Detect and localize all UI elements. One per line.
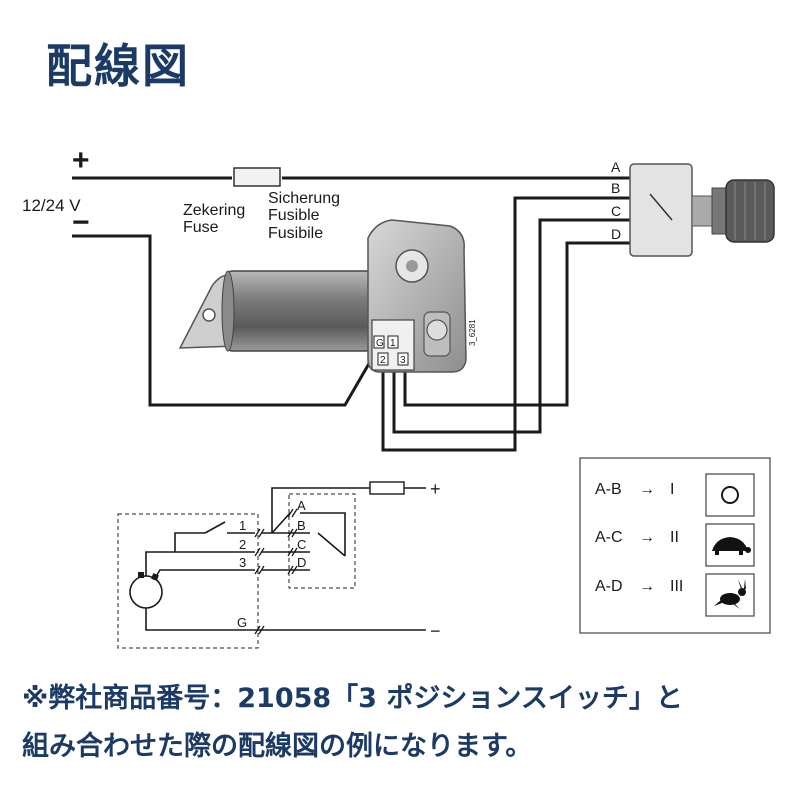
schematic-switch-d: D	[297, 555, 306, 570]
schematic-switch-b: B	[297, 518, 306, 533]
schematic-switch-a: A	[297, 498, 306, 513]
fuse-symbol	[233, 167, 281, 187]
legend-row-3-position: III	[670, 578, 683, 595]
schematic-fuse	[369, 481, 405, 495]
legend-row-3-combo: A-D	[595, 578, 623, 595]
page-title: 配線図	[46, 39, 190, 93]
motor-terminal-2-box	[377, 352, 389, 366]
rabbit-fast-icon	[714, 579, 746, 609]
motor-terminal-label-g: G	[376, 338, 384, 349]
switch-terminal-a: A	[611, 159, 621, 175]
supply-voltage-label: 12/24 V	[22, 196, 81, 215]
motor-terminal-label-2: 2	[380, 355, 386, 366]
schematic-terminal-2: 2	[239, 537, 246, 552]
supply-plus-label: +	[72, 144, 90, 177]
schematic-minus: −	[430, 621, 441, 641]
fuse-label-de: Sicherung	[268, 190, 340, 207]
legend-row-1-combo: A-B	[595, 481, 622, 498]
schematic-switch-boundary	[288, 493, 356, 589]
wire-d	[403, 241, 640, 407]
note-line-2: 組み合わせた際の配線図の例になります。	[22, 731, 533, 762]
legend-row-2-combo: A-C	[595, 529, 623, 546]
motor-terminal-g-box	[373, 335, 385, 349]
legend-row-2-arrow: →	[639, 529, 655, 546]
schematic-motor-boundary	[117, 513, 259, 649]
fuse-label-fr: Fusible	[268, 207, 320, 224]
legend-row-1-position: I	[670, 481, 674, 498]
switch-terminal-c: C	[611, 203, 621, 219]
legend-row-2-position: II	[670, 529, 679, 546]
fuse-label-it: Fusibile	[268, 225, 323, 242]
wire-c	[392, 218, 640, 434]
schematic-terminal-3: 3	[239, 555, 246, 570]
schematic-terminal-g: G	[237, 615, 247, 630]
motor-terminal-1-box	[387, 335, 399, 349]
legend-row-1-arrow: →	[639, 481, 655, 498]
supply-minus-label: −	[72, 206, 90, 239]
motor-terminal-label-3: 3	[400, 355, 406, 366]
note-line-1: ※弊社商品番号：21058「3 ポジションスイッチ」と	[22, 683, 683, 714]
schematic: + − 1 2 3 G A B C D	[117, 479, 441, 649]
schematic-motor-symbol	[129, 575, 163, 609]
schematic-switch-c: C	[297, 537, 306, 552]
rotary-switch-illustration	[629, 163, 775, 257]
fuse-label-en: Fuse	[183, 219, 219, 236]
wire-b	[381, 196, 640, 452]
turtle-slow-icon	[712, 537, 751, 555]
motor-terminal-3-box	[397, 352, 409, 366]
switch-position-legend: A-B → I A-C → II A-D → III	[579, 457, 771, 634]
circle-off-icon	[721, 486, 739, 504]
switch-terminal-d: D	[611, 226, 621, 242]
legend-row-3-arrow: →	[639, 578, 655, 595]
ground-wire	[72, 234, 380, 407]
top-wiring	[72, 176, 640, 452]
motor-terminal-label-1: 1	[390, 338, 396, 349]
part-code-label: 3_6281	[468, 319, 477, 346]
fuse-label-nl: Zekering	[183, 202, 245, 219]
switch-terminal-b: B	[611, 180, 620, 196]
wiper-motor-illustration: G 1 2 3 3_6281	[178, 219, 477, 373]
schematic-terminal-1: 1	[239, 518, 246, 533]
schematic-plus: +	[430, 479, 441, 499]
